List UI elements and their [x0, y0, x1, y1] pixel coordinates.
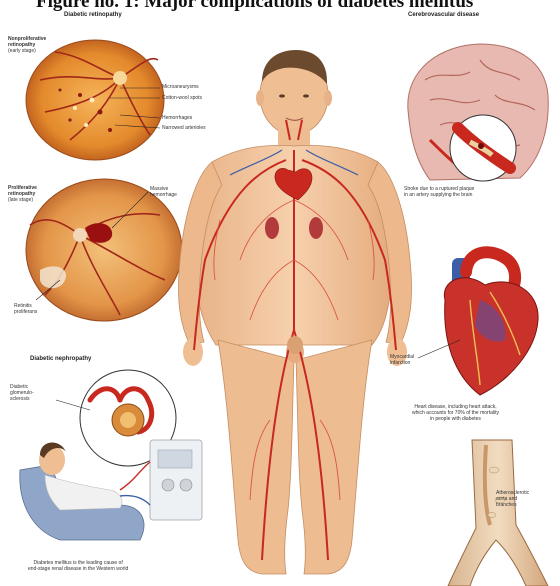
aorta-illustration — [448, 440, 548, 586]
massive-hemorrhage-label: Massive hemorrhage — [150, 186, 177, 198]
nonproliferative-label: Nonproliferative retinopathy (early stag… — [8, 36, 46, 54]
nephropathy-illustration — [20, 370, 202, 540]
atherosclerotic-aorta-label: Atherosclerotic aorta and branches — [496, 490, 529, 508]
kidney-left — [265, 217, 279, 239]
retina-late-stage — [26, 179, 182, 321]
brain-illustration — [408, 44, 548, 181]
narrowed-arterioles-label: Narrowed arterioles — [162, 125, 206, 131]
kidney-right — [309, 217, 323, 239]
retina-early-stage — [26, 40, 164, 160]
heart-disease-caption: Heart disease, including heart attack, w… — [412, 404, 499, 422]
proliferative-label: Proliferative retinopathy (late stage) — [8, 185, 37, 203]
human-body — [178, 50, 411, 574]
cerebrovascular-heading: Cerebrovascular disease — [408, 12, 479, 18]
optic-disc — [113, 71, 127, 85]
heart-illustration — [418, 252, 538, 395]
myocardial-infarction-label: Myocardial infarction — [390, 354, 414, 366]
microaneurysms-label: Microaneurysms — [162, 84, 199, 90]
nephropathy-heading: Diabetic nephropathy — [30, 356, 91, 362]
stroke-caption: Stroke due to a ruptured plaque in an ar… — [404, 186, 474, 198]
retinitis-proliferans-label: Retinitis proliferans — [14, 303, 37, 315]
renal-disease-caption: Diabetes mellitus is the leading cause o… — [28, 560, 128, 572]
glomerulosclerosis-label: Diabetic glomerulo- sclerosis — [10, 384, 34, 402]
hemorrhages-label: Hemorrhages — [162, 115, 192, 121]
retinopathy-heading: Diabetic retinopathy — [64, 12, 122, 18]
cotton-wool-spots-label: Cotton-wool spots — [162, 95, 202, 101]
